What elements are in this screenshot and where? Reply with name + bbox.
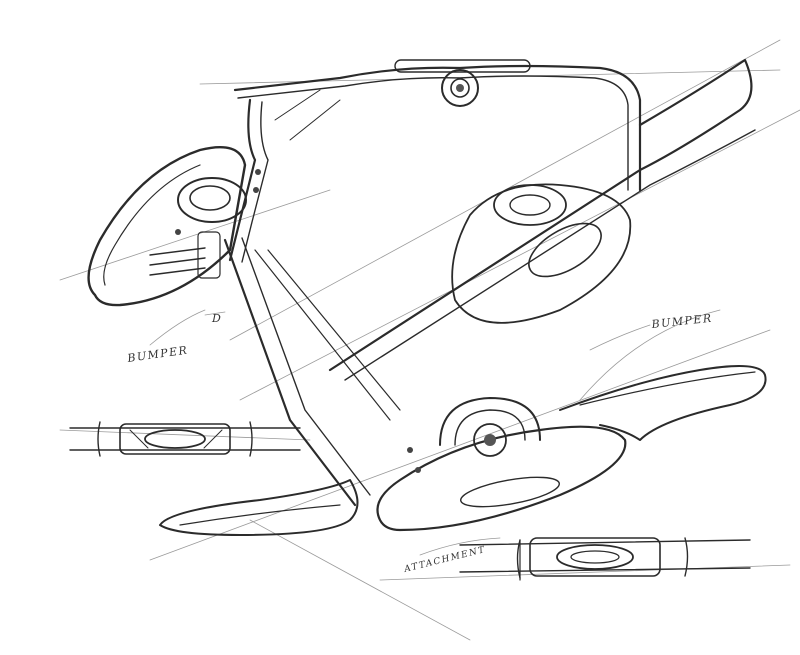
diagonal-strut <box>223 237 401 507</box>
right-upper-arm <box>328 58 756 381</box>
label-marker-d: D <box>211 312 222 325</box>
label-bumper-right: BUMPER <box>650 312 713 331</box>
construction-lines <box>59 39 800 641</box>
left-pod <box>87 145 261 307</box>
left-frame-member <box>228 89 341 263</box>
label-attachment: ATTACHMENT <box>402 545 487 575</box>
lower-left-blade <box>159 479 359 536</box>
leader-lines <box>149 309 651 556</box>
side-view-detail-lower <box>459 537 751 581</box>
side-view-detail-upper <box>69 421 301 457</box>
lower-hub <box>376 397 627 532</box>
top-frame-arm <box>233 59 642 192</box>
lower-right-blade <box>559 309 767 441</box>
label-bumper-left: BUMPER <box>126 344 190 366</box>
